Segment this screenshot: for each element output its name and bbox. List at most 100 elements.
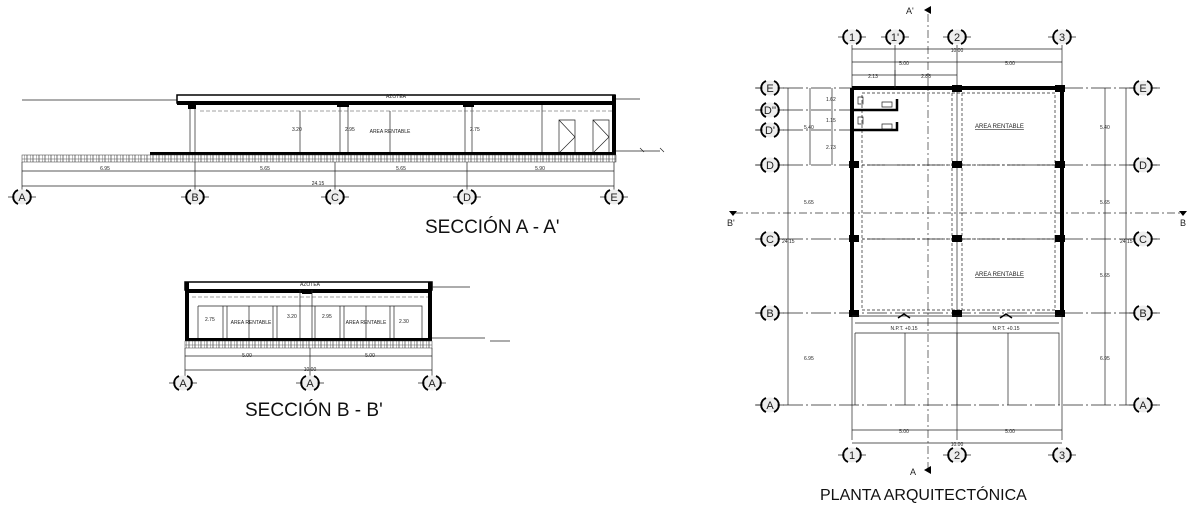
- roof-label: AZOTEA: [386, 94, 407, 100]
- dimension-label: 5.65: [1100, 200, 1110, 206]
- axis-bubble: E: [600, 189, 628, 205]
- axis-bubble: E: [756, 80, 784, 96]
- axis-label: A: [179, 378, 187, 390]
- ground-hatch: [184, 340, 433, 349]
- total-dimension: 10.00: [304, 367, 317, 373]
- floor-plan-drawing: A' A B' B 10.00 5.00 5.00 2.13 2.88 5.00…: [727, 6, 1187, 504]
- axis-bubble: E: [1129, 80, 1157, 96]
- area-label: AREA RENTABLE: [975, 272, 1024, 278]
- axis-bubbles-section-b: A A A: [169, 375, 446, 391]
- level-label: N.P.T. +0.15: [890, 326, 917, 332]
- axis-label: A: [1139, 400, 1147, 412]
- axis-bubble: C: [756, 231, 784, 247]
- axis-bubble: B: [1129, 305, 1157, 321]
- axis-bubble: 3: [1048, 29, 1076, 45]
- height-label: 2.75: [205, 317, 215, 323]
- toilet-fixtures: [857, 96, 893, 130]
- axis-label: D: [1139, 160, 1147, 172]
- section-a-title: SECCIÓN A - A': [425, 216, 560, 238]
- axis-label: 1: [849, 32, 855, 44]
- axis-label: E: [610, 192, 617, 204]
- axis-bubble: D: [756, 157, 784, 173]
- cut-label: A': [906, 6, 914, 16]
- axis-bubble: C: [321, 189, 349, 205]
- axis-bubble: 2: [943, 29, 971, 45]
- roof-label: AZOTEA: [300, 282, 321, 288]
- axis-bubble: B: [181, 189, 209, 205]
- dimension-label: 6.95: [100, 166, 110, 172]
- dimension-label: 5.65: [804, 200, 814, 206]
- dimension-label: 5.00: [1005, 61, 1015, 67]
- height-label: 2.95: [345, 127, 355, 133]
- axis-label: D: [766, 160, 774, 172]
- axis-label: 3: [1059, 32, 1065, 44]
- axis-label: 1': [891, 32, 899, 44]
- total-dimension: 24.15: [312, 181, 325, 187]
- axis-label: B: [1139, 308, 1146, 320]
- axis-bubble: 1: [838, 29, 866, 45]
- axis-label: D: [463, 192, 471, 204]
- dimension-label: 5.40: [1100, 125, 1110, 131]
- axis-bubble: A: [169, 375, 197, 391]
- axis-bubble: D'': [756, 102, 784, 118]
- dimension-label: 5.40: [804, 125, 814, 131]
- axis-label: A: [306, 378, 314, 390]
- axis-label: B: [191, 192, 198, 204]
- height-label: 3.20: [292, 127, 302, 133]
- bathroom-walls: [852, 99, 899, 132]
- axis-label: A: [428, 378, 436, 390]
- dimension-label: 5.65: [1100, 273, 1110, 279]
- axis-label: 2: [954, 450, 960, 462]
- axis-label: 2: [954, 32, 960, 44]
- axis-bubble: A: [418, 375, 446, 391]
- cut-label: B': [727, 218, 735, 228]
- dimension-label: 5.00: [242, 353, 252, 359]
- area-label: AREA RENTABLE: [231, 320, 272, 326]
- wall: [612, 95, 616, 155]
- dimension-label: 24.15: [1120, 239, 1133, 245]
- height-label: 2.95: [322, 314, 332, 320]
- axis-bubbles-section-a: A B C D E: [8, 189, 628, 205]
- axis-label: E: [1139, 83, 1146, 95]
- height-label: 3.20: [287, 314, 297, 320]
- dimension-label: 24.15: [782, 239, 795, 245]
- axis-label: 3: [1059, 450, 1065, 462]
- axis-bubble: B: [756, 305, 784, 321]
- section-b-drawing: AZOTEA AREA RENTABLE AREA RENTABLE 2.75 …: [169, 281, 510, 421]
- section-a-drawing: AZOTEA AREA RENTABLE 3.20 2.95 2.75 6.95…: [8, 94, 665, 238]
- dimension-label: 5.00: [365, 353, 375, 359]
- axis-label: C: [766, 234, 774, 246]
- axis-bubble: 1: [838, 447, 866, 463]
- axis-bubble: 1': [881, 29, 909, 45]
- ground-hatch: [21, 154, 617, 163]
- axis-label: B: [766, 308, 773, 320]
- dimension-label: 5.00: [899, 61, 909, 67]
- plan-title: PLANTA ARQUITECTÓNICA: [820, 485, 1027, 504]
- dimension-label: 5.65: [396, 166, 406, 172]
- axis-label: A: [766, 400, 774, 412]
- axis-bubble: D: [453, 189, 481, 205]
- axis-bubble: D': [756, 122, 784, 138]
- section-b-title: SECCIÓN B - B': [245, 399, 383, 421]
- axis-label: D'': [764, 105, 776, 117]
- dimension-label: 6.95: [804, 356, 814, 362]
- axis-label: E: [766, 83, 773, 95]
- axis-bubble: A: [296, 375, 324, 391]
- cut-label: A: [910, 467, 916, 477]
- dimension-label: 5.90: [535, 166, 545, 172]
- dimension-label: 5.00: [899, 429, 909, 435]
- axis-bubble: 2: [943, 447, 971, 463]
- dimension-label: 6.95: [1100, 356, 1110, 362]
- axis-bubble: A: [1129, 397, 1157, 413]
- cut-label: B: [1180, 218, 1186, 228]
- axis-bubble: C: [1129, 231, 1157, 247]
- axis-label: 1: [849, 450, 855, 462]
- dimension-label: 5.65: [260, 166, 270, 172]
- height-label: 2.75: [470, 127, 480, 133]
- axis-bubble: A: [756, 397, 784, 413]
- area-label: AREA RENTABLE: [370, 129, 411, 135]
- entry-arrow: [897, 313, 1013, 319]
- dimension-label: 1.15: [826, 118, 836, 124]
